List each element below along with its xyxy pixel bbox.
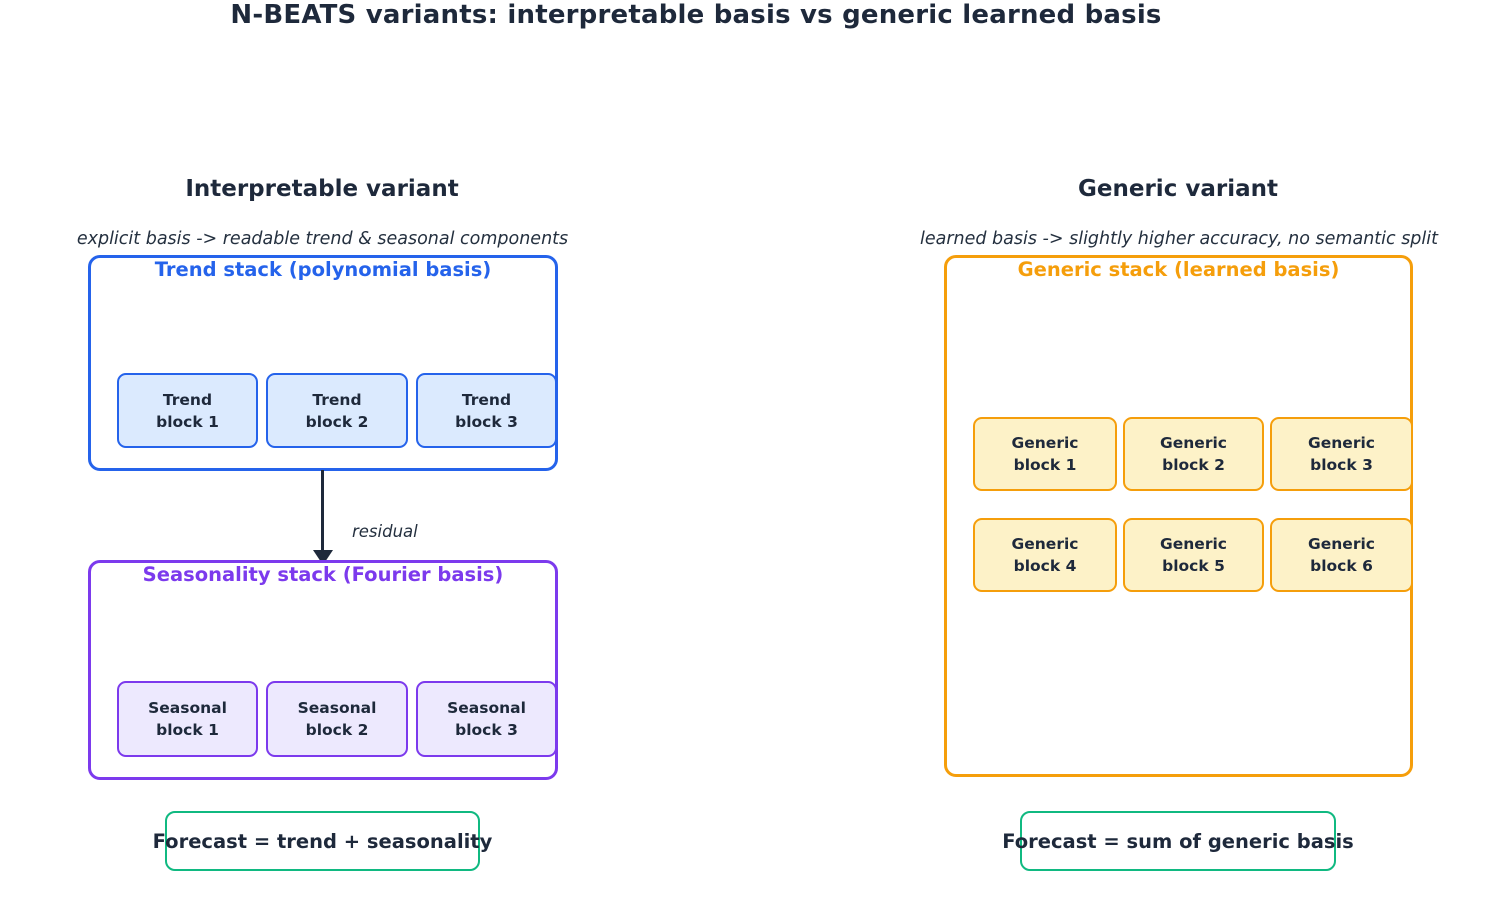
generic-heading: Generic variant — [1078, 176, 1278, 202]
trend-block-3: Trend block 3 — [416, 373, 557, 448]
interpretable-heading: Interpretable variant — [185, 176, 459, 202]
seasonality-stack-title: Seasonality stack (Fourier basis) — [142, 563, 504, 586]
generic-stack-box: Generic stack (learned basis) — [944, 255, 1413, 777]
seasonal-block-3: Seasonal block 3 — [416, 681, 557, 757]
interpretable-forecast-label: Forecast = trend + seasonality — [152, 829, 493, 853]
generic-block-2: Generic block 2 — [1123, 417, 1264, 491]
seasonal-block-2: Seasonal block 2 — [266, 681, 408, 757]
residual-label: residual — [352, 522, 418, 541]
interpretable-subtitle: explicit basis -> readable trend & seaso… — [76, 229, 569, 249]
trend-block-1: Trend block 1 — [117, 373, 258, 448]
interpretable-forecast-box: Forecast = trend + seasonality — [153, 811, 492, 871]
trend-block-2: Trend block 2 — [266, 373, 408, 448]
generic-block-1: Generic block 1 — [973, 417, 1117, 491]
diagram-title: N-BEATS variants: interpretable basis vs… — [230, 0, 1162, 30]
generic-subtitle: learned basis -> slightly higher accurac… — [919, 229, 1439, 249]
generic-block-6: Generic block 6 — [1270, 518, 1413, 592]
generic-forecast-label: Forecast = sum of generic basis — [1002, 829, 1354, 853]
trend-stack-title: Trend stack (polynomial basis) — [154, 258, 492, 281]
generic-forecast-box: Forecast = sum of generic basis — [1002, 811, 1354, 871]
generic-block-3: Generic block 3 — [1270, 417, 1413, 491]
seasonal-block-1: Seasonal block 1 — [117, 681, 258, 757]
generic-stack-title: Generic stack (learned basis) — [1017, 258, 1340, 281]
generic-block-5: Generic block 5 — [1123, 518, 1264, 592]
generic-block-4: Generic block 4 — [973, 518, 1117, 592]
residual-arrow-line — [321, 470, 324, 552]
